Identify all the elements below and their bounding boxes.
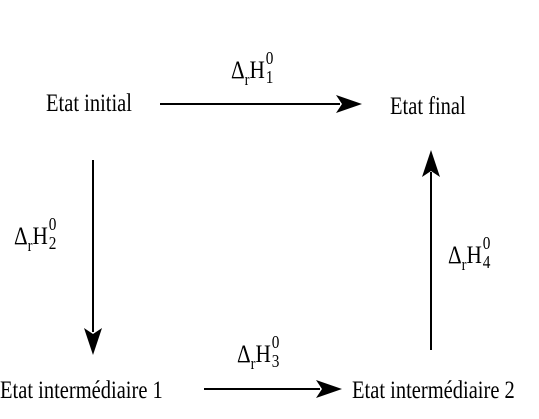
arrow-2-head bbox=[84, 328, 102, 355]
enthalpy-symbol: H bbox=[249, 57, 265, 84]
step-subscript: 2 bbox=[48, 233, 57, 253]
node-intermediate-2: Etat intermédiaire 2 bbox=[352, 377, 515, 404]
enthalpy-symbol: H bbox=[32, 223, 48, 250]
step-subscript: 3 bbox=[271, 351, 280, 371]
arrow-3-head bbox=[316, 380, 342, 398]
reaction-subscript: r bbox=[244, 70, 250, 89]
arrow-4-head bbox=[422, 150, 440, 177]
arrow-1-head bbox=[336, 95, 362, 113]
enthalpy-symbol: H bbox=[466, 242, 482, 269]
step-subscript: 4 bbox=[482, 252, 491, 272]
step-subscript: 1 bbox=[265, 67, 274, 87]
delta-symbol: Δ bbox=[231, 57, 245, 84]
delta-symbol: Δ bbox=[448, 242, 462, 269]
standard-superscript: 0 bbox=[265, 48, 274, 68]
reaction-subscript: r bbox=[27, 236, 33, 255]
delta-symbol: Δ bbox=[237, 341, 251, 368]
delta-symbol: Δ bbox=[14, 223, 28, 250]
standard-superscript: 0 bbox=[271, 332, 280, 352]
node-intermediate-1: Etat intermédiaire 1 bbox=[0, 377, 163, 404]
reaction-subscript: r bbox=[461, 255, 467, 274]
reaction-subscript: r bbox=[250, 354, 256, 373]
node-initial: Etat initial bbox=[46, 90, 132, 117]
standard-superscript: 0 bbox=[48, 214, 57, 234]
node-final: Etat final bbox=[390, 93, 466, 120]
enthalpy-symbol: H bbox=[255, 341, 271, 368]
standard-superscript: 0 bbox=[482, 233, 491, 253]
